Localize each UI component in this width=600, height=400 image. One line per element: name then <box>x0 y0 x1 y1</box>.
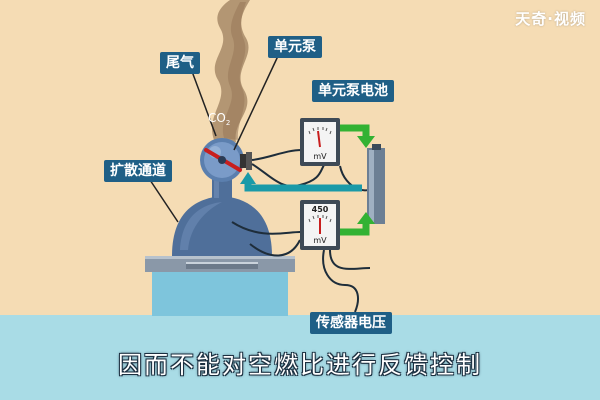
top-meter-needle <box>317 130 321 148</box>
bottom-meter-unit: mV <box>313 236 327 245</box>
label-exhaust: 尾气 <box>160 52 200 74</box>
floor-background <box>0 315 600 400</box>
co2-label: CO2 <box>208 111 230 127</box>
pump-current-meter: mV <box>300 118 340 166</box>
sensor-voltage-meter: 450 mV <box>300 200 340 250</box>
exhaust-pointer-line <box>189 65 217 137</box>
label-diffusion-channel: 扩散通道 <box>104 160 172 182</box>
battery-plate <box>367 144 385 224</box>
wire-chamber-right <box>249 239 301 257</box>
green-arrow-top <box>340 124 375 148</box>
co2-subscript: 2 <box>226 119 230 127</box>
exhaust-smoke <box>212 0 250 142</box>
wire-pump-to-top-meter <box>251 149 303 161</box>
caption-subtitle: 因而不能对空燃比进行反馈控制 <box>118 351 482 379</box>
engine-base <box>145 256 295 316</box>
wire-chamber-to-bottom-meter <box>231 221 301 235</box>
label-pump-battery: 单元泵电池 <box>312 80 394 102</box>
pump-cell-pointer-line <box>233 55 279 151</box>
teal-arrow-feedback <box>240 172 362 192</box>
label-pump-cell: 单元泵 <box>268 36 322 58</box>
bottom-meter-reading: 450 <box>312 205 329 214</box>
diffusion-pointer-line <box>149 179 179 223</box>
wire-bottom-meter-to-label <box>322 249 359 313</box>
wire-bottom-meter-out <box>329 249 371 270</box>
green-arrow-bottom <box>340 212 375 236</box>
watermark: 天奇·视频 <box>515 10 586 28</box>
pump-cell <box>200 138 252 182</box>
co2-formula: CO <box>208 111 226 125</box>
label-sensor-voltage: 传感器电压 <box>310 312 392 334</box>
top-meter-unit: mV <box>313 152 327 161</box>
